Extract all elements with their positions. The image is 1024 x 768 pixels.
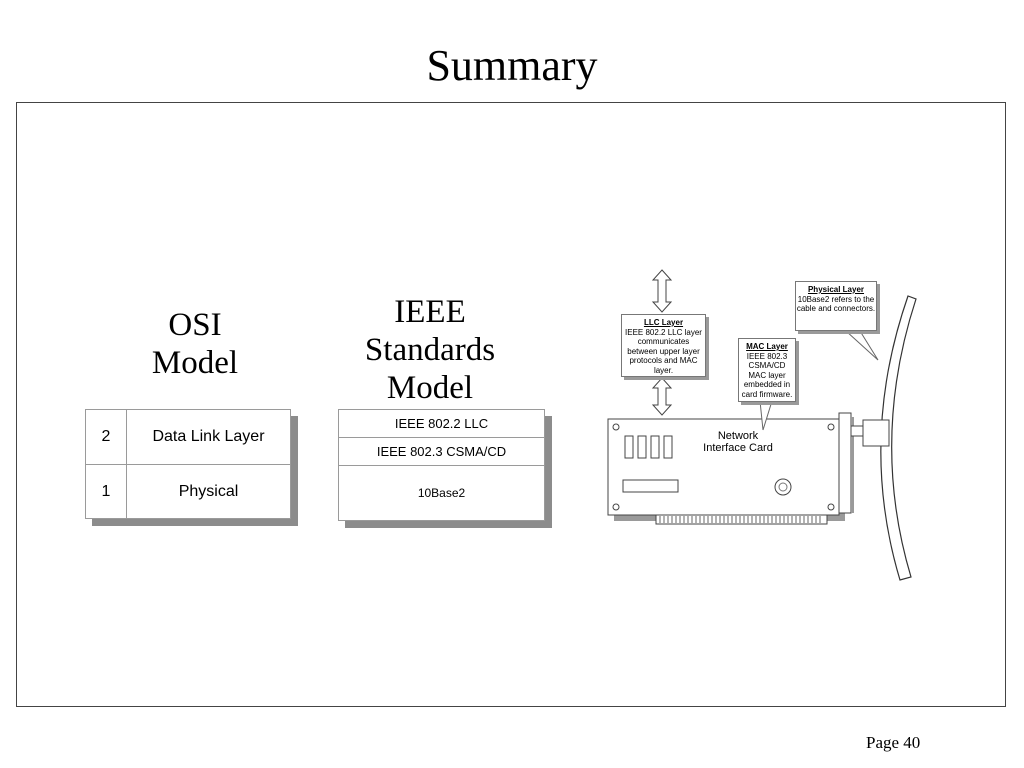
mac-callout-title: MAC Layer [746, 342, 788, 351]
llc-callout-body: IEEE 802.2 LLC layer communicates betwee… [625, 327, 702, 375]
nic-label: Network Interface Card [693, 430, 783, 454]
nic-label-line: Interface Card [703, 442, 773, 454]
mounting-hole [827, 423, 835, 431]
osi-layer-name: Physical [178, 482, 239, 500]
coax-cable [880, 295, 917, 581]
page-number: Page 40 [866, 733, 921, 752]
t-connector [862, 419, 890, 447]
chip [622, 479, 679, 493]
card-bracket-shadow [851, 417, 854, 513]
ieee-10base2-row: 10Base2 [417, 486, 466, 500]
card-bracket [838, 412, 852, 514]
osi-model-heading: OSI Model [120, 306, 270, 382]
double-arrow-icon [651, 377, 673, 416]
ieee-table: IEEE 802.2 LLC IEEE 802.3 CSMA/CD 10Base… [338, 409, 545, 521]
ieee-csma-row: IEEE 802.3 CSMA/CD [339, 438, 544, 466]
physical-callout-pointer [844, 330, 879, 361]
double-arrow-icon [651, 269, 673, 313]
mounting-hole [612, 503, 620, 511]
chip [637, 435, 647, 459]
chip [650, 435, 660, 459]
t-connector [850, 425, 864, 437]
llc-callout-title: LLC Layer [643, 318, 684, 327]
page-title: Summary [426, 41, 598, 90]
ieee-heading-line: Model [386, 370, 474, 406]
ieee-heading-line: IEEE [394, 294, 466, 330]
mounting-hole [827, 503, 835, 511]
mounting-hole [612, 423, 620, 431]
ieee-model-heading: IEEE Standards Model [330, 293, 530, 407]
osi-layer-row: 1 Physical [86, 465, 290, 518]
physical-callout-body: 10Base2 refers to the cable and connecto… [796, 294, 876, 314]
physical-layer-callout: Physical Layer 10Base2 refers to the cab… [795, 281, 877, 331]
osi-layer-name: Data Link Layer [152, 428, 265, 445]
diagram-frame [16, 102, 1006, 707]
chip [624, 435, 634, 459]
ieee-llc-row: IEEE 802.2 LLC [339, 410, 544, 438]
osi-layer-number: 2 [86, 410, 127, 464]
mac-layer-callout: MAC Layer IEEE 802.3 CSMA/CD MAC layer e… [738, 338, 796, 402]
osi-heading-line: Model [151, 345, 239, 381]
nic-card [607, 418, 840, 516]
osi-table: 2 Data Link Layer 1 Physical [85, 409, 291, 519]
llc-layer-callout: LLC Layer IEEE 802.2 LLC layer communica… [621, 314, 706, 377]
mac-callout-body: IEEE 802.3 CSMA/CD MAC layer embedded in… [741, 351, 793, 399]
chip [663, 435, 673, 459]
edge-connector [655, 514, 828, 525]
ieee-heading-line: Standards [364, 332, 496, 368]
bnc-component [774, 478, 792, 496]
nic-label-line: Network [717, 430, 759, 442]
osi-layer-row: 2 Data Link Layer [86, 410, 290, 465]
osi-heading-line: OSI [168, 307, 222, 343]
physical-callout-title: Physical Layer [807, 285, 865, 294]
osi-layer-number: 1 [86, 465, 127, 518]
